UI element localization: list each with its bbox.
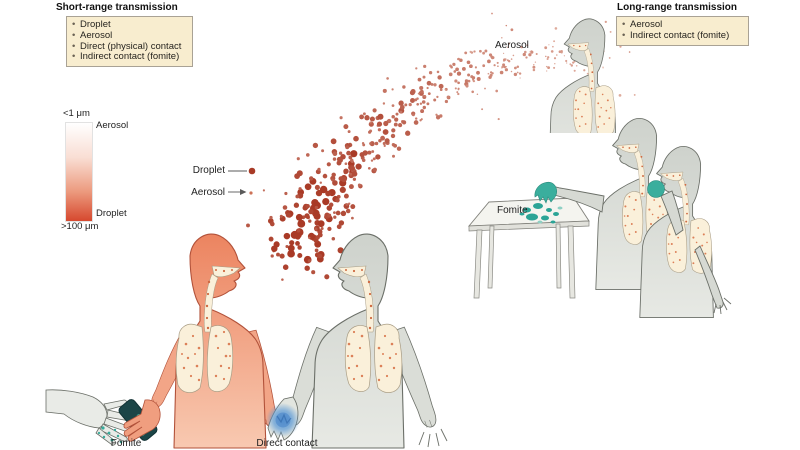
long-range-title: Long-range transmission <box>617 2 738 13</box>
scale-top-value: <1 μm <box>63 108 90 119</box>
label-fomite-object: Fomite <box>110 438 142 449</box>
callout-aerosol: Aerosol <box>191 187 225 198</box>
scale-bottom-value: >100 μm <box>61 221 99 232</box>
short-range-box: Droplet Aerosol Direct (physical) contac… <box>66 16 193 68</box>
callout-lines <box>228 167 256 195</box>
person-infected <box>146 233 280 449</box>
arm-to-mouth <box>647 180 684 236</box>
person-susceptible <box>280 233 448 449</box>
short-range-item-label: Aerosol <box>80 29 113 41</box>
short-range-item-label: Droplet <box>80 19 111 30</box>
short-range-item: Indirect contact (fomite) <box>72 51 188 63</box>
contaminated-hand-mouth <box>647 180 665 198</box>
long-range-box: Aerosol Indirect contact (fomite) <box>616 16 749 46</box>
fomite-handoff <box>45 389 161 446</box>
label-direct-contact: Direct contact <box>256 438 318 449</box>
fomite-spots <box>519 203 563 224</box>
contaminated-hand <box>534 181 557 204</box>
short-range-item: Droplet <box>72 19 188 31</box>
short-range-item: Aerosol <box>72 29 188 42</box>
arm-over-table <box>534 181 605 213</box>
receiving-hand <box>45 389 108 429</box>
short-range-item-label: Direct (physical) contact <box>80 40 182 52</box>
table <box>468 197 590 299</box>
virus-sparkles <box>97 426 123 444</box>
callout-droplet: Droplet <box>192 165 225 176</box>
scale-bottom-label: Droplet <box>96 208 127 219</box>
giving-hand <box>123 399 161 442</box>
label-aerosol-longrange: Aerosol <box>495 40 529 51</box>
long-range-item: Indirect contact (fomite) <box>622 29 744 42</box>
short-range-item-label: Indirect contact (fomite) <box>80 51 180 63</box>
long-range-item: Aerosol <box>622 19 744 31</box>
long-range-item-label: Aerosol <box>630 19 663 30</box>
scale-top-label: Aerosol <box>96 120 129 131</box>
open-hand-fingers <box>418 428 448 448</box>
direct-contact-hands <box>266 396 300 442</box>
long-range-item-label: Indirect contact (fomite) <box>630 29 730 41</box>
fig3-outer-arm <box>694 245 732 315</box>
particle-size-scale <box>65 122 93 222</box>
person-longrange-inhaling <box>548 18 618 133</box>
short-range-title: Short-range transmission <box>56 2 178 13</box>
short-range-item: Direct (physical) contact <box>72 40 188 53</box>
label-fomite-table: Fomite <box>497 205 528 216</box>
